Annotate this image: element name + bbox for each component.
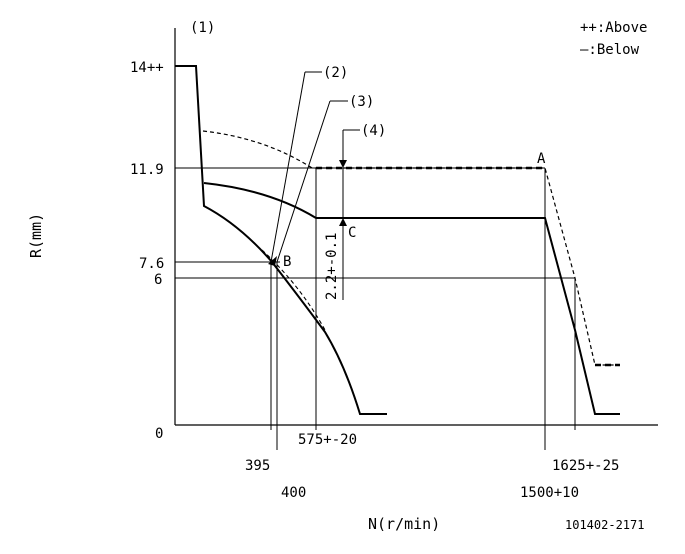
callout-1: (1) <box>190 20 215 36</box>
droop-dashed-curve <box>261 249 326 331</box>
callout-4: (4) <box>361 123 386 139</box>
point-label-c: C <box>348 225 356 241</box>
callout-2-line <box>270 71 306 263</box>
callout-2: (2) <box>323 65 348 81</box>
drawing-number: 101402-2171 <box>565 518 644 532</box>
y-tick-11-9: 11.9 <box>130 162 164 178</box>
main-solid-curve <box>175 65 387 415</box>
legend-above: ++:Above <box>580 20 647 36</box>
legend-below: —:Below <box>580 42 640 58</box>
x-tick-575: 575+-20 <box>298 432 357 448</box>
y-axis-title: R(mm) <box>27 213 45 258</box>
x-tick-1500: 1500+10 <box>520 485 579 501</box>
point-label-b: B <box>283 254 291 270</box>
y-tick-7-6: 7.6 <box>139 256 164 272</box>
plateau-solid-curve <box>203 182 620 415</box>
point-label-a: A <box>537 151 546 167</box>
upper-dashed-curve <box>202 130 620 366</box>
callout-3-line <box>276 100 331 263</box>
callout-3: (3) <box>349 94 374 110</box>
callout-4-arrow <box>339 160 347 168</box>
x-tick-395: 395 <box>245 458 270 474</box>
x-axis-title: N(r/min) <box>368 515 440 533</box>
point-b-arrow <box>268 256 277 266</box>
y-tick-14: 14++ <box>130 60 164 76</box>
dimension-arrow-up <box>339 218 347 226</box>
x-tick-1625: 1625+-25 <box>552 458 619 474</box>
x-tick-400: 400 <box>281 485 306 501</box>
dimension-label: 2.2+-0.1 <box>324 233 340 300</box>
y-tick-6: 6 <box>154 272 162 288</box>
y-tick-0: 0 <box>155 426 163 442</box>
